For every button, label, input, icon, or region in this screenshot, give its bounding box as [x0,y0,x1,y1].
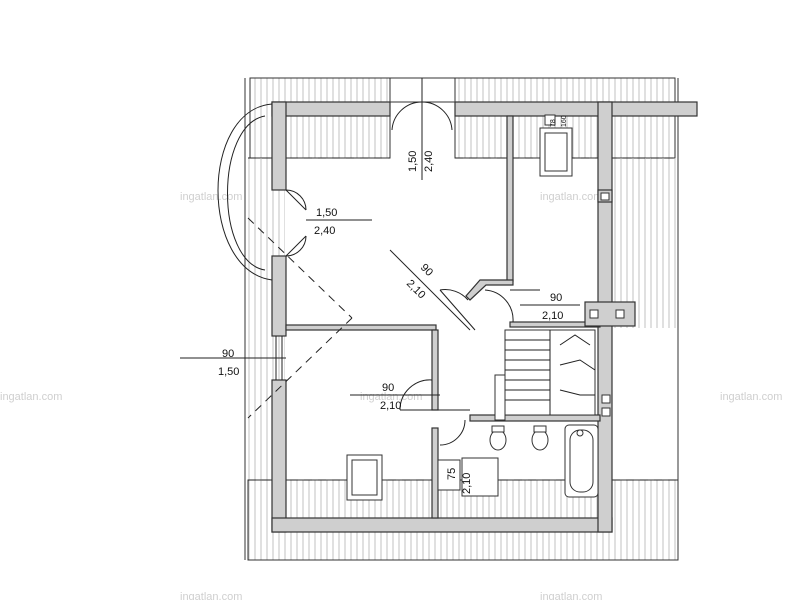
bath-door-height-label: 2,10 [461,473,473,494]
lower-door-width-label: 90 [382,382,394,394]
interior-walls [285,115,636,519]
lower-door-height-label: 2,10 [380,400,401,412]
skylight-width-label: 1,50 [407,151,419,172]
watermark: ingatlan.com [180,591,242,600]
watermark: ingatlan.com [720,391,782,403]
window-width-label: 90 [222,348,234,360]
bathroom-fixtures [437,424,599,498]
watermark: ingatlan.com [540,191,602,203]
skylight-height-label: 2,40 [423,151,435,172]
staircase [494,329,611,421]
watermark: ingatlan.com [540,591,602,600]
chimney-dim-b-label: 160 [561,115,568,127]
top-opening [389,77,456,180]
left-door-height-label: 2,40 [314,225,335,237]
slope-lines [247,217,353,419]
watermarks: ingatlan.com ingatlan.com ingatlan.com i… [0,191,782,600]
diagonal-door-width-label: 90 [418,262,435,279]
dimension-lines [180,219,580,396]
watermark: ingatlan.com [360,391,422,403]
right-door-height-label: 2,10 [542,310,563,322]
chimney-dim-a-label: 78 [550,119,557,127]
outer-walls [271,101,698,533]
roof-windows [346,114,573,501]
bay-window [217,103,273,281]
diagonal-door-height-label: 2,10 [404,278,428,302]
bath-door-width-label: 75 [446,468,458,480]
watermark: ingatlan.com [0,391,62,403]
right-door-width-label: 90 [550,292,562,304]
window-height-label: 1,50 [218,366,239,378]
watermark: ingatlan.com [180,191,242,203]
left-door-width-label: 1,50 [316,207,337,219]
